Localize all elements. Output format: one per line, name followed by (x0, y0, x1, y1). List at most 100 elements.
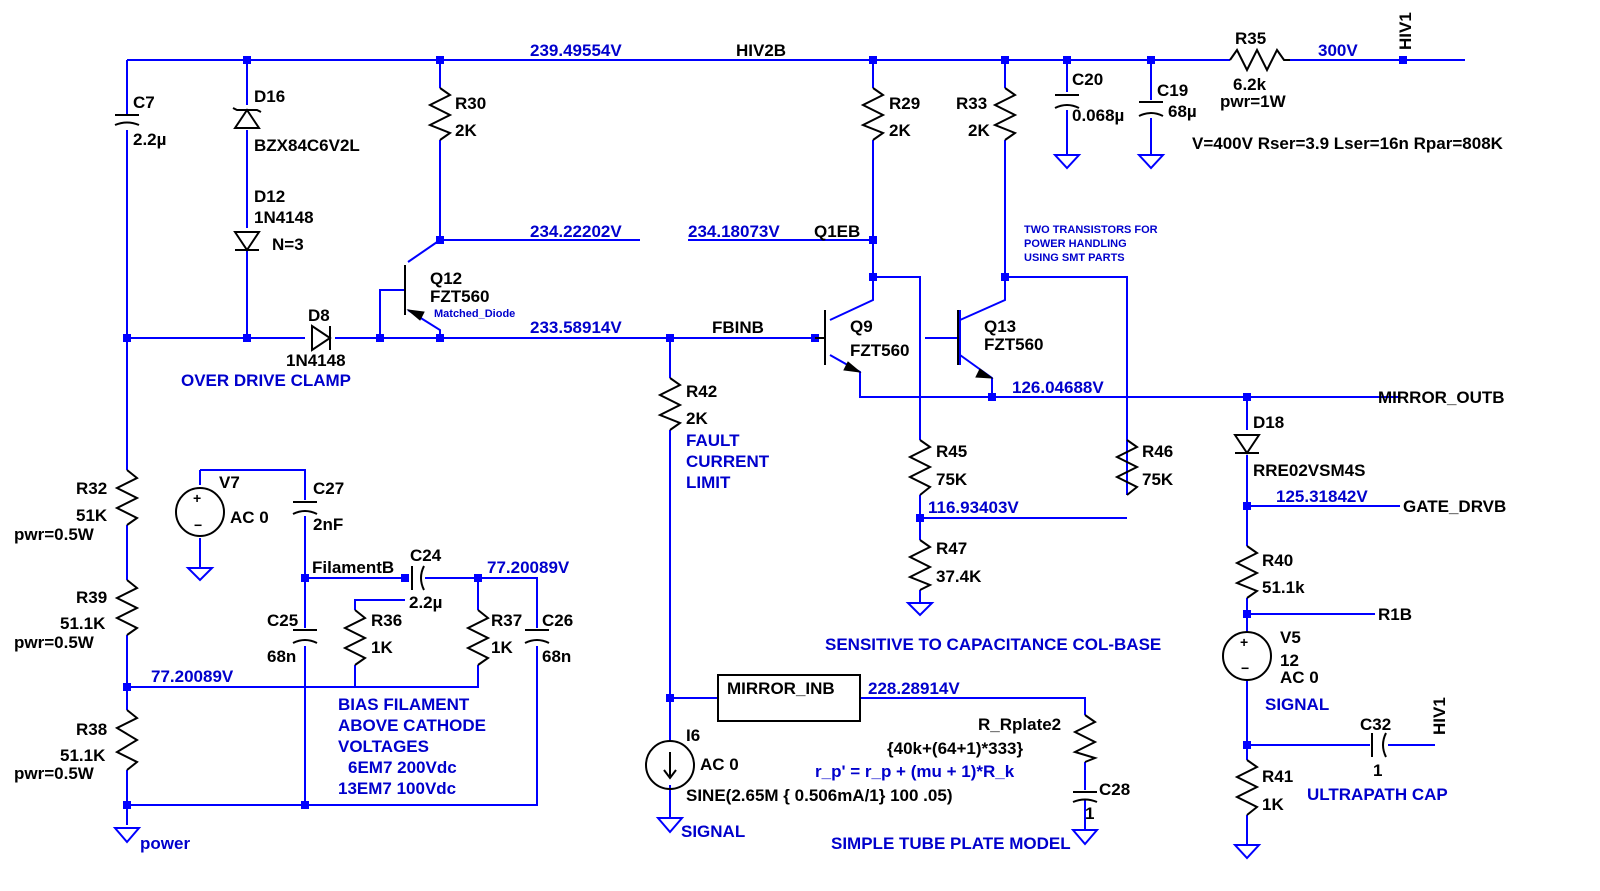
d18-symbol (1233, 434, 1261, 455)
r30-name: R30 (455, 94, 486, 113)
r35-symbol (1229, 47, 1290, 73)
r32-pwr: pwr=0.5W (14, 525, 95, 544)
v5-name: V5 (1280, 628, 1301, 647)
r40-value: 51.1k (1262, 578, 1305, 597)
two-transistors-note-2: POWER HANDLING (1024, 238, 1127, 250)
bias-note-1: BIAS FILAMENT (338, 695, 470, 714)
c19-params-note: V=400V Rser=3.9 Lser=16n Rpar=808K (1192, 134, 1504, 153)
bias-note-5: 13EM7 100Vdc (338, 779, 456, 798)
net-mirror-inb: MIRROR_INB (727, 679, 835, 698)
v5-symbol (1222, 631, 1272, 681)
r29-symbol (860, 87, 886, 141)
bias-note-2: ABOVE CATHODE (338, 716, 486, 735)
v7-symbol (175, 487, 225, 537)
c24-symbol (411, 565, 425, 591)
c27-symbol (292, 501, 318, 515)
r39-value: 51.1K (60, 614, 106, 633)
net-signal-i6: SIGNAL (681, 822, 745, 841)
r46-value: 75K (1142, 470, 1174, 489)
i6-symbol (645, 740, 695, 790)
net-v-gate: 125.31842V (1276, 487, 1368, 506)
d12-symbol (233, 231, 261, 252)
svg-text:+: + (1240, 634, 1248, 650)
v5-value: 12 (1280, 651, 1299, 670)
c7-name: C7 (133, 93, 155, 112)
r35-pwr: pwr=1W (1220, 92, 1287, 111)
net-v300: 300V (1318, 41, 1358, 60)
c32-value: 1 (1373, 761, 1382, 780)
d12-value: 1N4148 (254, 208, 314, 227)
fault-note-1: FAULT (686, 431, 740, 450)
r45-name: R45 (936, 442, 967, 461)
c20-value: 0.068µ (1072, 106, 1124, 125)
r47-value: 37.4K (936, 567, 982, 586)
c24-value: 2.2µ (409, 593, 442, 612)
net-v-mirror: 126.04688V (1012, 378, 1104, 397)
ground-icon (185, 567, 215, 582)
rplate-symbol (1072, 714, 1099, 763)
r33-value: 2K (968, 121, 990, 140)
mirror-inb-box (717, 674, 861, 722)
r42-symbol (657, 377, 683, 431)
net-v-r45: 116.93403V (928, 498, 1019, 517)
net-fbinb: FBINB (712, 318, 764, 337)
r37-symbol (465, 609, 491, 666)
ground-icon (1136, 154, 1166, 170)
r41-symbol (1234, 759, 1260, 816)
c26-name: C26 (542, 611, 573, 630)
c28-symbol (1072, 791, 1098, 803)
q12-note: Matched_Diode (434, 308, 515, 320)
svg-text:−: − (194, 517, 202, 533)
transistor-symbols (404, 265, 994, 379)
c32-symbol (1371, 732, 1387, 758)
c19-name: C19 (1157, 81, 1188, 100)
d12-name: D12 (254, 187, 285, 206)
ground-icon (112, 827, 142, 844)
r47-name: R47 (936, 539, 967, 558)
c26-symbol (524, 629, 550, 644)
net-v-q1eb: 234.18073V (688, 222, 780, 241)
overdrive-note: OVER DRIVE CLAMP (181, 371, 351, 390)
component-labels: C7 2.2µ D16 BZX84C6V2L D12 1N4148 N=3 D8… (14, 29, 1391, 823)
r37-value: 1K (491, 638, 513, 657)
r35-value: 6.2k (1233, 75, 1267, 94)
r45-value: 75K (936, 470, 968, 489)
d16-symbol (232, 107, 262, 129)
r29-name: R29 (889, 94, 920, 113)
net-hiv1-top: HIV1 (1396, 12, 1415, 50)
net-v-fil-right: 77.20089V (487, 558, 570, 577)
q13-value: FZT560 (984, 335, 1044, 354)
capacitor-symbols (114, 94, 1387, 803)
wires (126, 59, 1465, 845)
c32-name: C32 (1360, 715, 1391, 734)
r38-symbol (114, 709, 139, 771)
r46-name: R46 (1142, 442, 1173, 461)
r32-value: 51K (76, 506, 108, 525)
d8-name: D8 (308, 306, 330, 325)
r32-symbol (114, 469, 140, 526)
v7-value: AC 0 (230, 508, 269, 527)
r42-name: R42 (686, 382, 717, 401)
r39-name: R39 (76, 588, 107, 607)
c19-symbol (1138, 101, 1164, 117)
q13-name: Q13 (984, 317, 1016, 336)
net-v-top: 239.49554V (530, 41, 622, 60)
net-v-mirror-in: 228.28914V (868, 679, 960, 698)
r33-symbol (992, 87, 1018, 141)
ground-icon (1052, 154, 1082, 170)
svg-text:−: − (1241, 660, 1249, 676)
r29-value: 2K (889, 121, 911, 140)
junctions (123, 56, 1407, 809)
d18-value: RRE02VSM4S (1253, 461, 1365, 480)
c24-name: C24 (410, 546, 442, 565)
q9-name: Q9 (850, 317, 873, 336)
net-r1b: R1B (1378, 605, 1412, 624)
c7-value: 2.2µ (133, 130, 166, 149)
tube-model-note: SIMPLE TUBE PLATE MODEL (831, 834, 1071, 853)
r45-symbol (907, 439, 933, 496)
net-power: power (140, 834, 190, 853)
r32-name: R32 (76, 479, 107, 498)
fault-note-2: CURRENT (686, 452, 770, 471)
c20-symbol (1054, 94, 1080, 109)
